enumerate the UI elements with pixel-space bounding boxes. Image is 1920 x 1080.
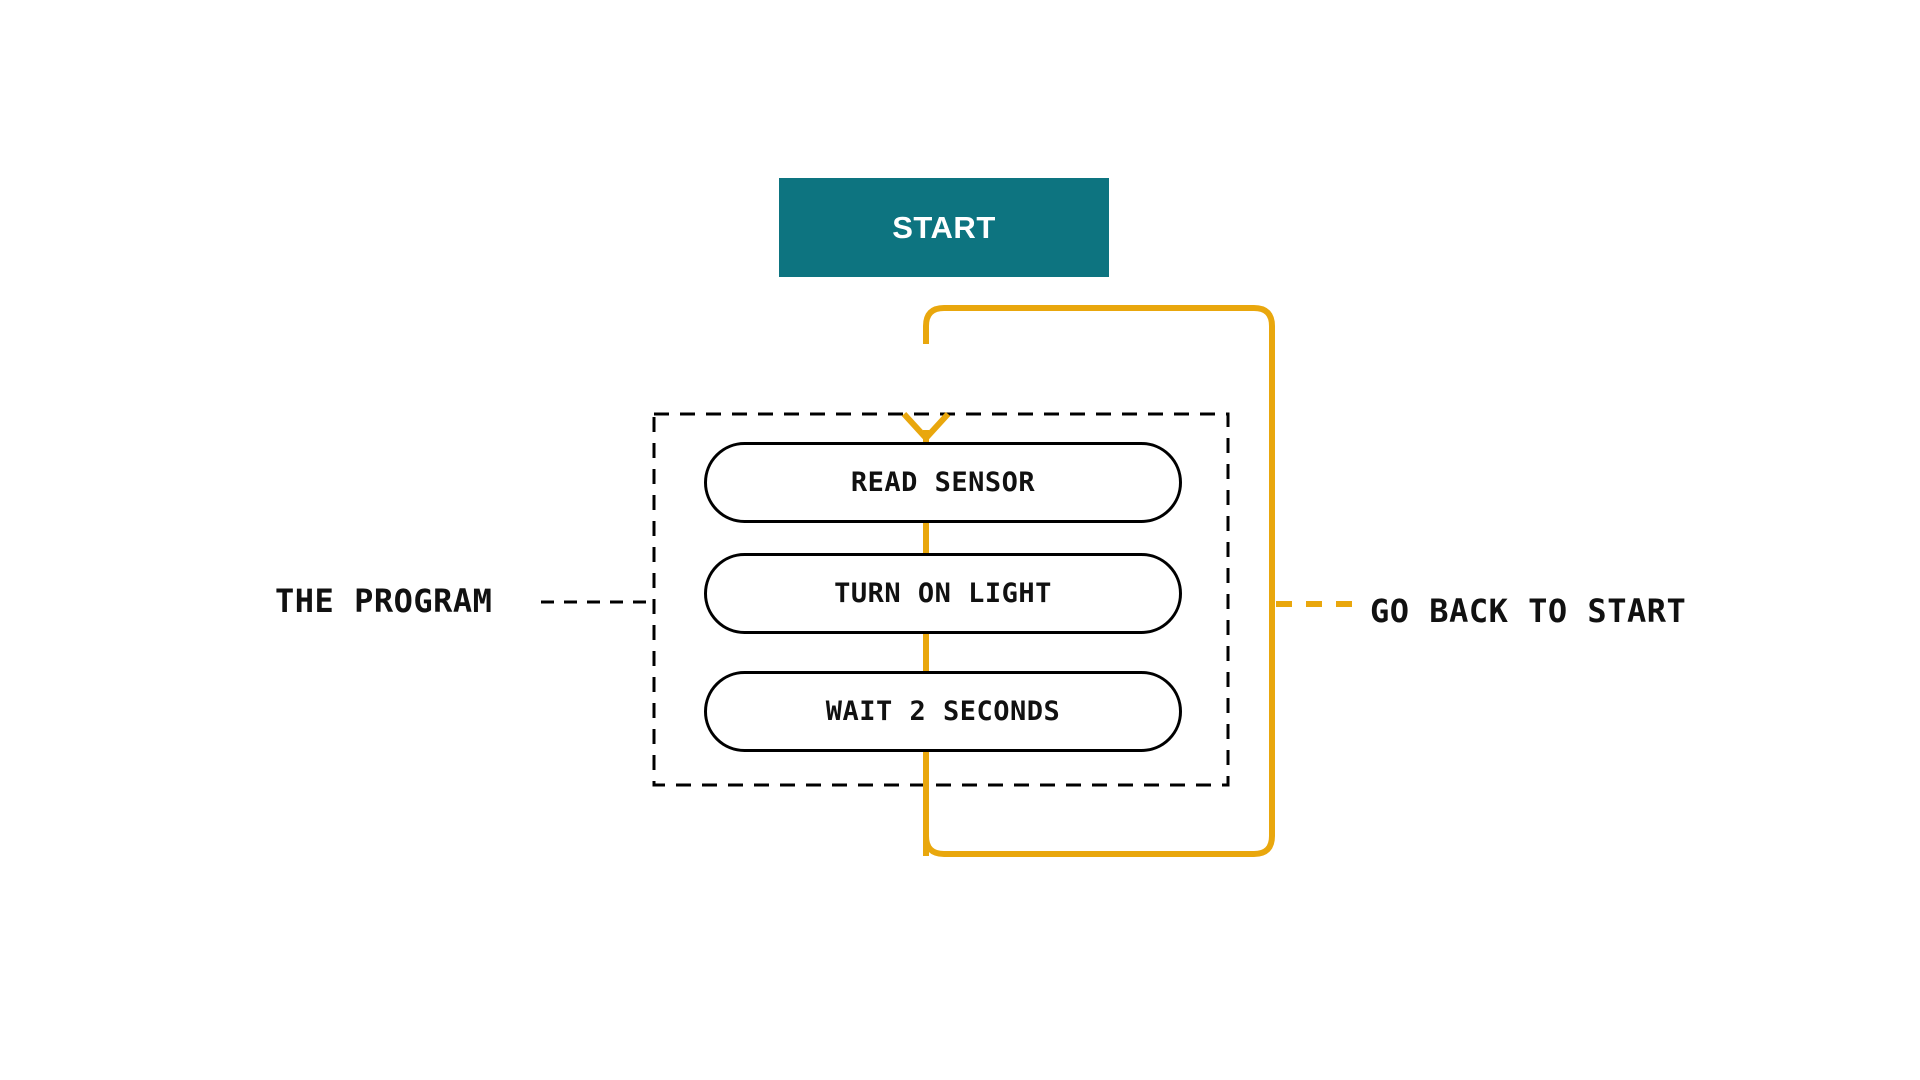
loop-arrowhead-icon bbox=[901, 411, 951, 443]
annotation-go-back-to-start: GO BACK TO START bbox=[1370, 592, 1687, 630]
step-label-turn-on-light: TURN ON LIGHT bbox=[834, 578, 1052, 609]
step-pill-read-sensor[interactable]: READ SENSOR bbox=[704, 442, 1182, 523]
loop-return-edge bbox=[923, 305, 1275, 857]
start-block[interactable]: START bbox=[779, 178, 1109, 277]
step-pill-turn-on-light[interactable]: TURN ON LIGHT bbox=[704, 553, 1182, 634]
step-label-wait-2-seconds: WAIT 2 SECONDS bbox=[825, 696, 1061, 727]
step-pill-wait-2-seconds[interactable]: WAIT 2 SECONDS bbox=[704, 671, 1182, 752]
step-label-read-sensor: READ SENSOR bbox=[850, 467, 1036, 498]
annotation-the-program: THE PROGRAM bbox=[275, 582, 493, 620]
dashed-group-box bbox=[652, 412, 1230, 787]
start-label: START bbox=[892, 210, 996, 245]
